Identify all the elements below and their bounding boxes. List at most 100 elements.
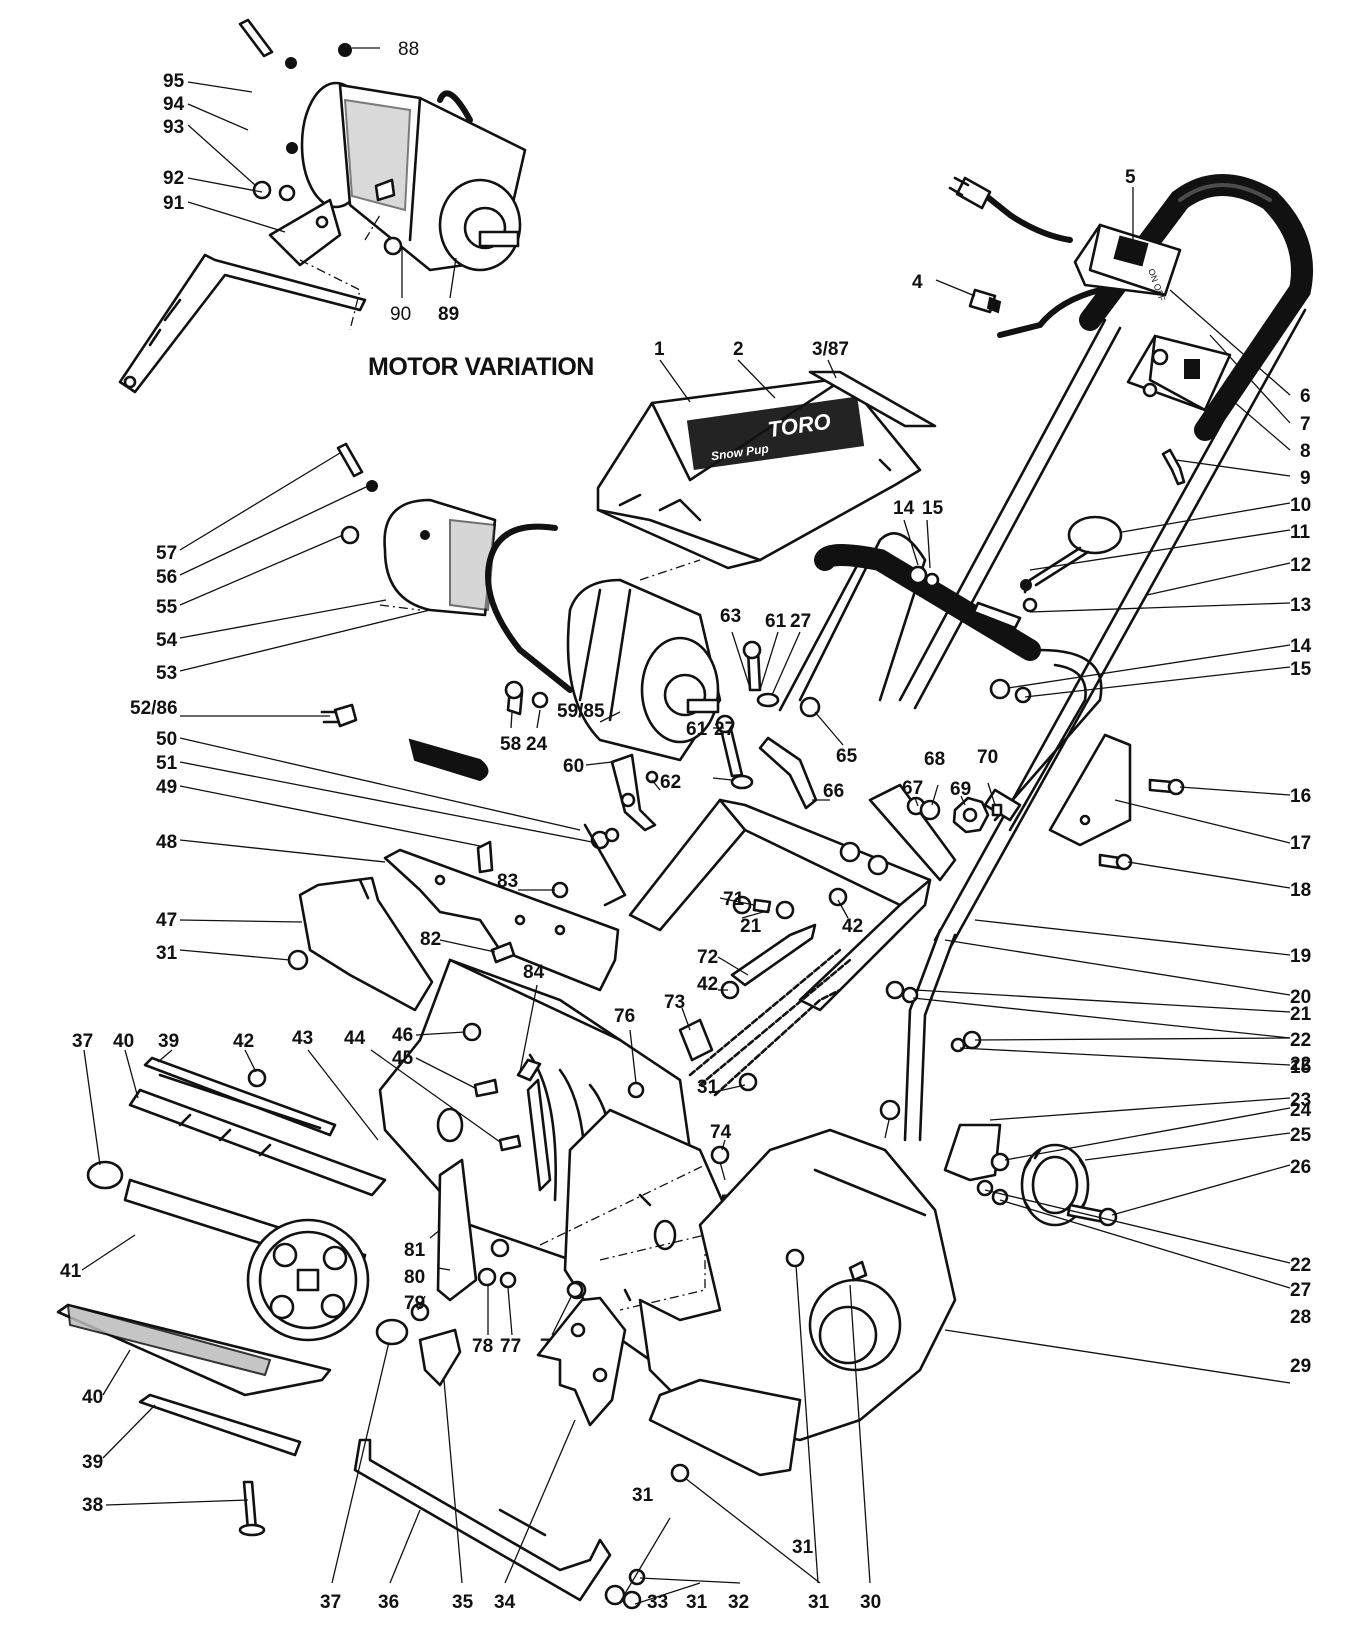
callout: 31 <box>792 1537 814 1558</box>
callout: 27 <box>790 611 811 632</box>
callout: 14 <box>1290 636 1312 657</box>
callout: 79 <box>404 1293 425 1314</box>
callout: 40 <box>82 1387 103 1408</box>
motor-variation-inset: 88 95 94 93 92 91 90 89 MOTOR VARIATION <box>118 18 594 394</box>
callout: 29 <box>1290 1356 1311 1377</box>
callout: 81 <box>404 1240 426 1261</box>
callout: 37 <box>320 1592 341 1613</box>
callout: 15 <box>922 498 944 519</box>
callout: 12 <box>1290 555 1311 576</box>
callout: 51 <box>156 753 178 774</box>
callout: 93 <box>163 117 184 138</box>
callout: 94 <box>163 94 185 115</box>
callout: 40 <box>113 1031 134 1052</box>
callout: 63 <box>720 606 741 627</box>
callout: 22 <box>1290 1054 1311 1075</box>
callout: 37 <box>72 1031 93 1052</box>
callout: 44 <box>344 1028 366 1049</box>
callout: 91 <box>163 193 185 214</box>
callout: 36 <box>378 1592 399 1613</box>
heading: MOTOR VARIATION <box>368 353 594 381</box>
lower-brackets: 33 31 32 31 30 34 35 36 37 <box>320 1281 881 1613</box>
callout: 71 <box>723 889 745 910</box>
callout: 61 <box>765 611 787 632</box>
callout: 88 <box>398 39 419 60</box>
callout: 42 <box>842 916 863 937</box>
cover-decal: TORO Snow Pup <box>686 396 865 470</box>
callout: 25 <box>1290 1125 1312 1146</box>
callout: 60 <box>563 756 584 777</box>
callout: 49 <box>156 777 177 798</box>
callout: 20 <box>1290 987 1311 1008</box>
callout: 45 <box>392 1048 414 1069</box>
callout: 70 <box>977 747 998 768</box>
callout: 67 <box>902 778 923 799</box>
callout: 76 <box>614 1006 635 1027</box>
callout: 59/85 <box>557 701 605 722</box>
callout: 62 <box>660 772 681 793</box>
callout: 66 <box>823 781 844 802</box>
callout: 30 <box>860 1592 881 1613</box>
callout: 77 <box>500 1336 521 1357</box>
callout: 1 <box>654 339 665 360</box>
auger-housing: 46 45 44 43 84 81 80 79 78 77 76 76 <box>292 958 1291 1584</box>
callout: 19 <box>1290 946 1311 967</box>
callout: 33 <box>647 1592 668 1613</box>
callout: 43 <box>292 1028 313 1049</box>
callout: 23 <box>1290 1090 1311 1111</box>
callout: 52/86 <box>130 698 178 719</box>
callout: 31 <box>808 1592 830 1613</box>
callout: 35 <box>452 1592 474 1613</box>
callout: 92 <box>163 168 184 189</box>
callout: 68 <box>924 749 945 770</box>
callout: 90 <box>390 304 411 325</box>
callout: 4 <box>912 272 923 293</box>
callout: 6 <box>1300 386 1311 407</box>
belt-shields: 48 47 31 82 83 <box>156 832 620 1012</box>
callout: 2 <box>733 339 744 360</box>
callout: 39 <box>82 1452 103 1473</box>
callout: 89 <box>438 304 459 325</box>
callout: 10 <box>1290 495 1311 516</box>
callout: 18 <box>1290 880 1311 901</box>
callout: 34 <box>494 1592 516 1613</box>
callout: 69 <box>950 779 971 800</box>
callout: 24 <box>1290 1100 1312 1121</box>
paddle-assembly: 37 40 39 42 41 40 39 38 31 31 <box>56 1031 814 1558</box>
callout: 5 <box>1125 167 1136 188</box>
callout: 32 <box>728 1592 749 1613</box>
callout: 21 <box>1290 1004 1312 1025</box>
callout: 61 <box>686 719 708 740</box>
callout: 65 <box>836 746 858 767</box>
callout: 74 <box>710 1122 732 1143</box>
callout: 8 <box>1300 441 1311 462</box>
callout: 57 <box>156 543 177 564</box>
callout: 84 <box>523 962 545 983</box>
callout: 78 <box>472 1336 493 1357</box>
callout: 58 <box>500 734 521 755</box>
callout: 22 <box>1290 1030 1311 1051</box>
callout: 27 <box>714 719 735 740</box>
callout: 95 <box>163 71 185 92</box>
callout: 27 <box>1290 1280 1311 1301</box>
callout: 11 <box>1290 522 1311 543</box>
callout: 13 <box>1290 595 1311 616</box>
callout: 15 <box>1290 1057 1312 1078</box>
callout: 26 <box>1290 1157 1311 1178</box>
callout: 28 <box>1290 1307 1311 1328</box>
callout: 50 <box>156 729 177 750</box>
callout: 3/87 <box>812 339 849 360</box>
callout: 53 <box>156 663 177 684</box>
callout: 55 <box>156 597 178 618</box>
callout: 54 <box>156 630 178 651</box>
callout: 17 <box>1290 833 1311 854</box>
callout: 15 <box>1290 659 1312 680</box>
callout: 82 <box>420 929 441 950</box>
callout: 73 <box>664 992 685 1013</box>
handle-assembly: ON OFF 4 5 6 7 8 9 10 11 12 13 <box>898 167 1313 950</box>
callout: 72 <box>697 947 718 968</box>
callout: 16 <box>1290 786 1311 807</box>
callout: 31 <box>697 1077 719 1098</box>
lower-handle-assembly: 14 15 14 15 16 17 18 19 20 21 22 22 15 2… <box>778 498 1312 1377</box>
